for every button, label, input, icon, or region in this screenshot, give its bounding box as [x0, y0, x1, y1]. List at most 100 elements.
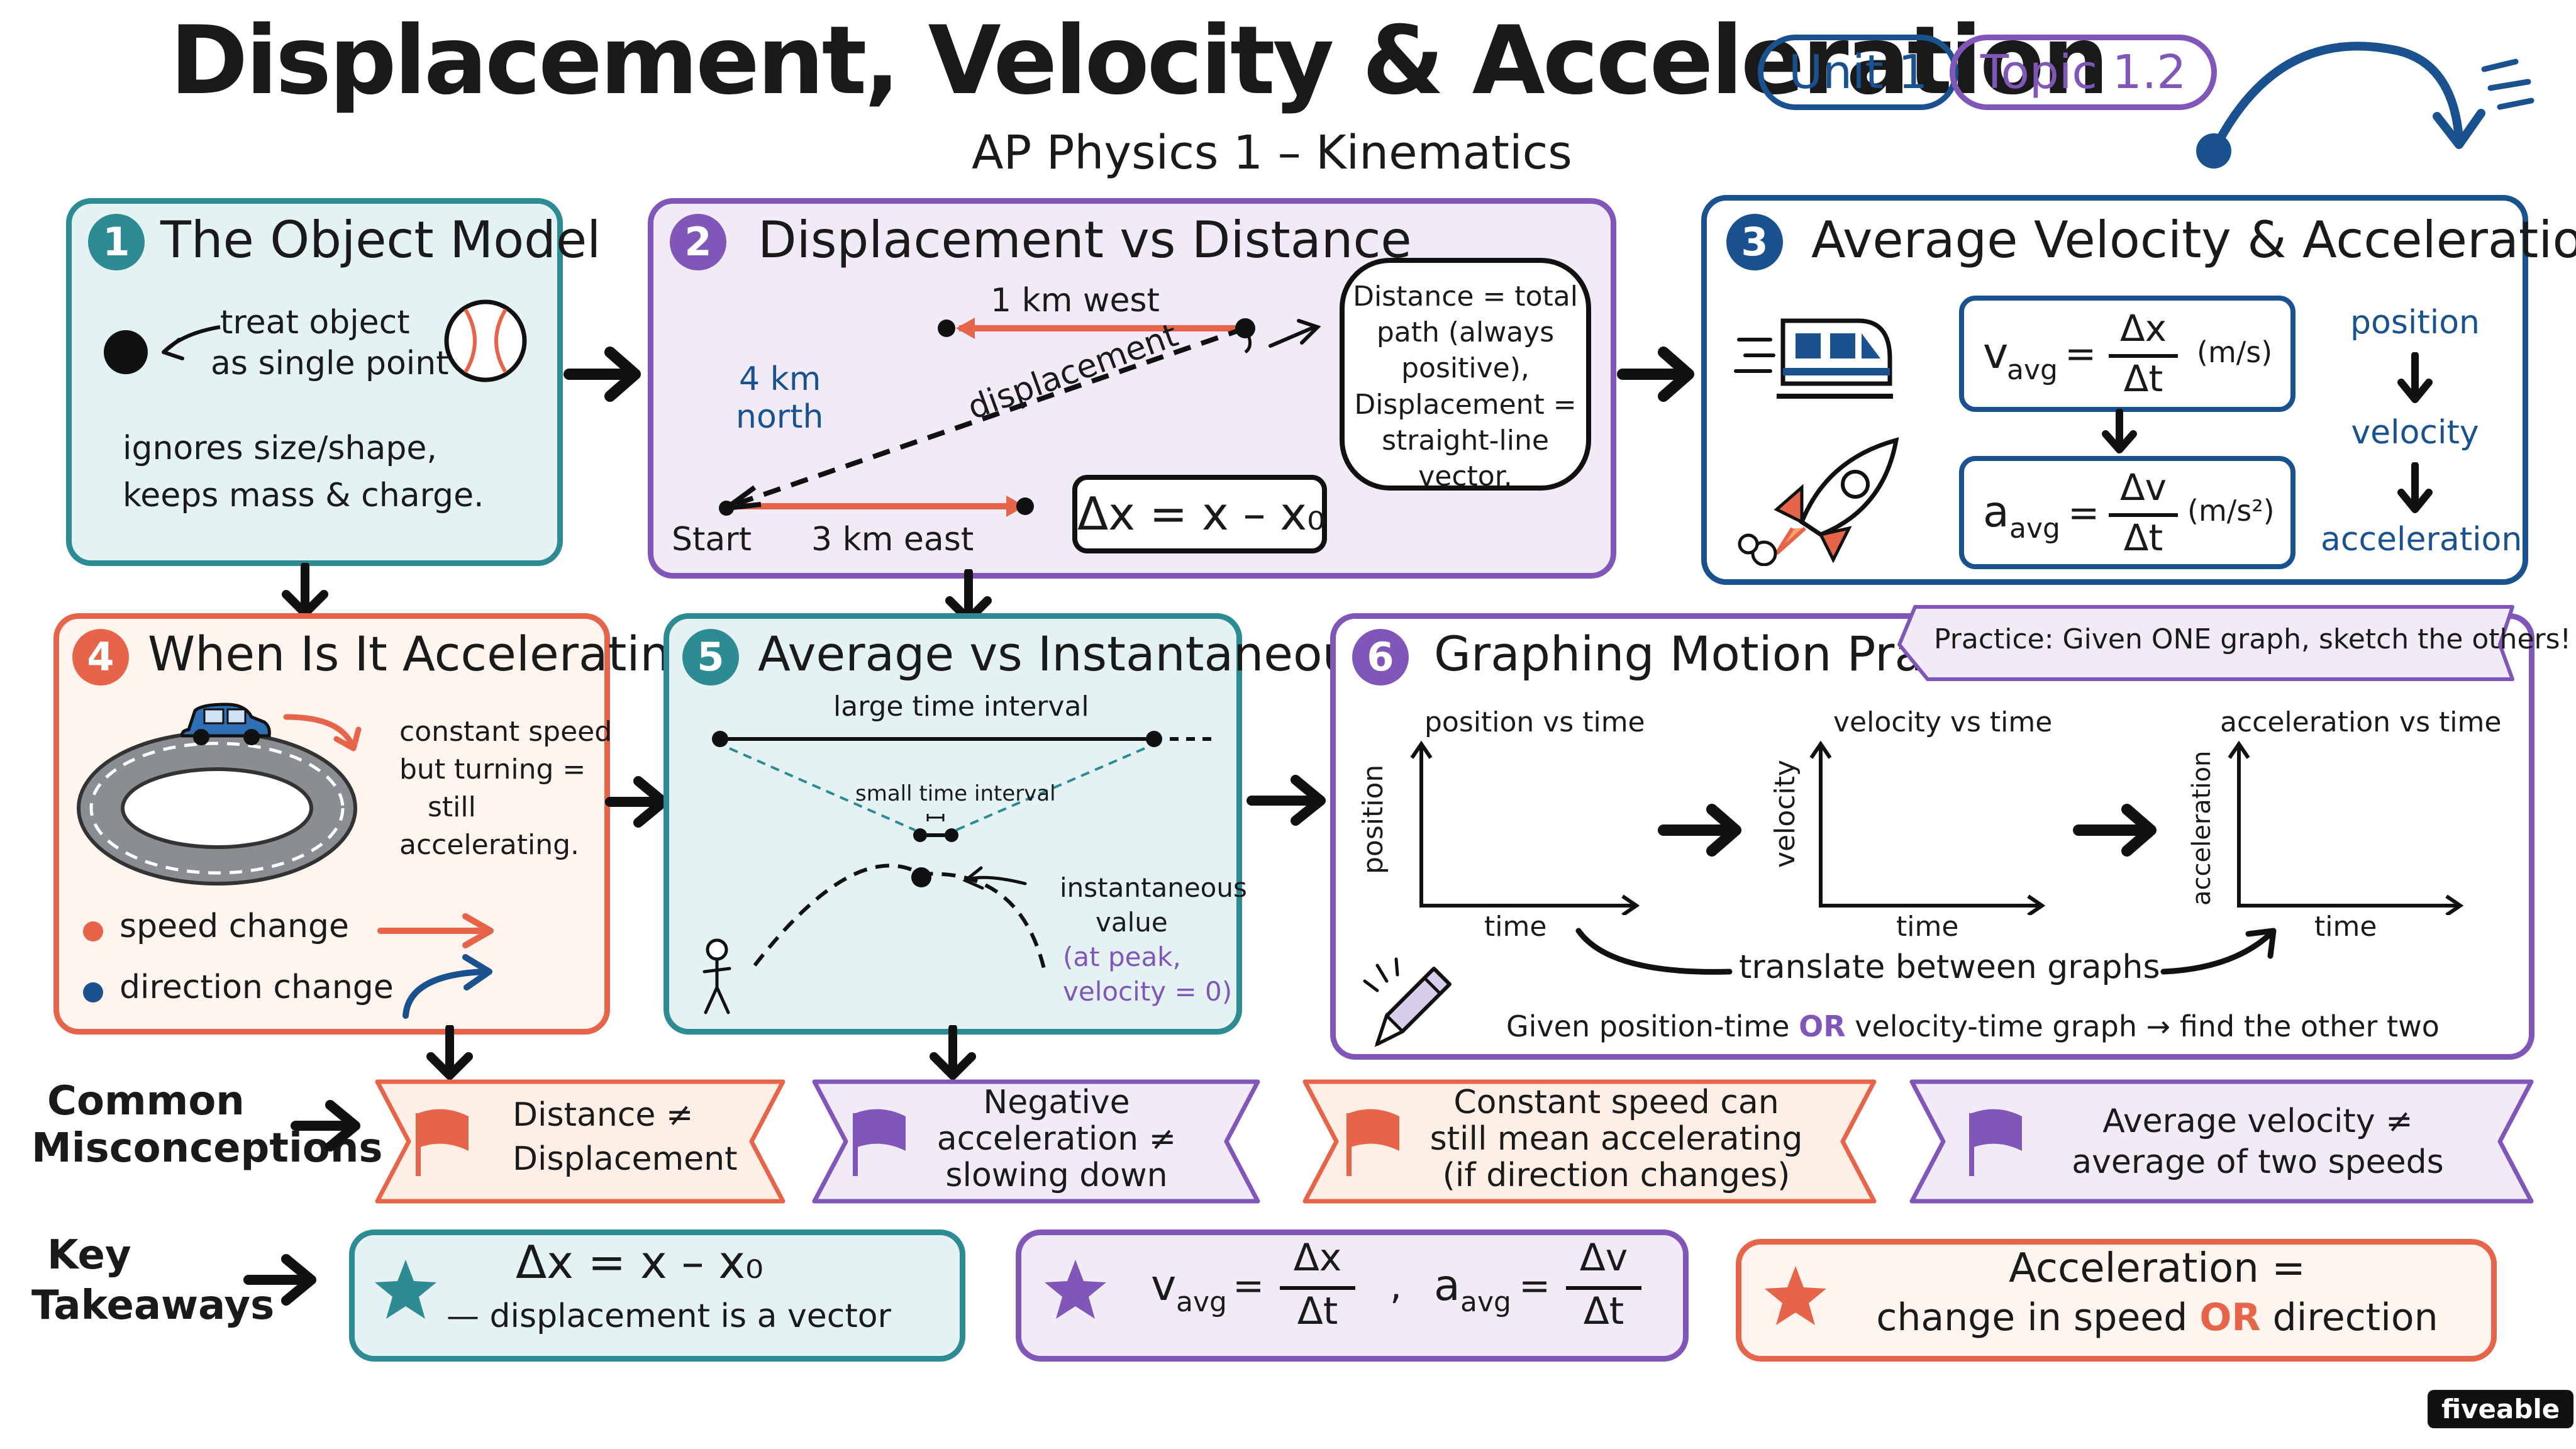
- v-symbol: v: [1983, 329, 2009, 379]
- takeaway-3-or: OR: [2199, 1296, 2261, 1340]
- cloud-line: straight-line: [1382, 424, 1549, 457]
- takeaway-2-vden: Δt: [1297, 1289, 1338, 1333]
- speed-change-arrow-icon: [377, 913, 494, 948]
- takeaway-3-speed: change in speed: [1876, 1296, 2188, 1340]
- object-note-2: as single point: [211, 345, 449, 382]
- panel-object-model: [66, 198, 563, 566]
- arrow-down-icon: [2102, 409, 2137, 453]
- a-symbol: a: [1983, 487, 2009, 537]
- graph-ylabel-acceleration: acceleration: [2187, 750, 2216, 906]
- misconception-banner-3: [1302, 1079, 1877, 1204]
- takeaway-2-a: a: [1434, 1261, 1460, 1311]
- cloud-line: positive),: [1401, 352, 1530, 385]
- takeaway-2-vsub: avg: [1176, 1286, 1227, 1318]
- takeaway-2: [1016, 1230, 1689, 1362]
- point-icon: [104, 325, 221, 374]
- takeaway-2-vnum: Δx: [1293, 1236, 1342, 1280]
- a-den: Δt: [2123, 516, 2163, 559]
- label-north-1: 4 km: [739, 360, 821, 398]
- translate-label: translate between graphs: [1739, 948, 2160, 986]
- cloud-line: path (always: [1376, 316, 1555, 349]
- arrow-right-icon: [1617, 347, 1694, 402]
- takeaway-2-aden: Δt: [1583, 1289, 1624, 1333]
- legend-speed-label: speed change: [119, 908, 349, 945]
- takeaway-3-line2: change in speed OR direction: [1843, 1296, 2472, 1340]
- page-subtitle: AP Physics 1 – Kinematics: [972, 126, 1572, 180]
- legend-direction-label: direction change: [119, 969, 394, 1006]
- takeaway-3: [1736, 1239, 2497, 1362]
- object-body-1: ignores size/shape,: [123, 430, 437, 467]
- takeaway-2-anum: Δv: [1579, 1236, 1628, 1280]
- misconception-banner-1: [375, 1079, 786, 1204]
- misconception-4-line1: Average velocity ≠: [2102, 1102, 2413, 1140]
- panel-title-2: Displacement vs Distance: [758, 211, 1412, 269]
- misconception-2-line3: slowing down: [945, 1157, 1168, 1194]
- legend-dot-speed: [83, 921, 103, 941]
- pencil-icon: [1363, 957, 1452, 1047]
- v-den: Δt: [2123, 357, 2163, 400]
- topic-pill: Topic 1.2: [1950, 35, 2218, 110]
- car-icon: [180, 702, 271, 745]
- small-interval-label: small time interval: [855, 781, 1056, 806]
- graph-title-velocity: velocity vs time: [1833, 706, 2053, 738]
- arrow-down-icon: [2397, 352, 2433, 403]
- arrow-right-icon: [2073, 804, 2157, 857]
- graph-xlabel-velocity: time: [1896, 911, 1959, 943]
- race-track-icon: [77, 702, 362, 886]
- accel-note-4: accelerating.: [399, 829, 580, 861]
- flag-icon: [1969, 1109, 2022, 1176]
- velocity-formula-box: v avg = Δx Δt (m/s): [1959, 296, 2296, 412]
- large-interval-label: large time interval: [833, 691, 1089, 723]
- given-graph-line: Given position-time OR velocity-time gra…: [1506, 1009, 2440, 1043]
- graph-title-acceleration: acceleration vs time: [2220, 706, 2502, 738]
- displacement-formula: Δx = x – x₀: [1072, 475, 1327, 553]
- rocket-icon: [1738, 437, 1899, 566]
- graph-title-position: position vs time: [1424, 706, 1645, 738]
- panel-number-5: 5: [682, 629, 739, 686]
- accel-note-3: still: [428, 791, 476, 823]
- label-north-2: north: [736, 398, 824, 436]
- v-sub: avg: [2007, 354, 2058, 386]
- arrow-right-icon: [605, 776, 669, 828]
- arrow-right-icon: [243, 1254, 316, 1306]
- instantaneous-label-2: value: [1096, 907, 1168, 938]
- accel-note-1: constant speed: [399, 716, 613, 748]
- brand-logo: fiveable: [2428, 1390, 2574, 1428]
- practice-banner-text: Practice: Given ONE graph, sketch the ot…: [1934, 623, 2572, 655]
- cloud-line: Displacement =: [1354, 388, 1577, 421]
- takeaway-2-asub: avg: [1460, 1286, 1511, 1318]
- object-note-1: treat object: [220, 304, 410, 341]
- projectile-arc-icon: [2196, 42, 2534, 169]
- takeaway-3-direction: direction: [2272, 1296, 2438, 1340]
- panel-number-2: 2: [670, 214, 726, 270]
- takeaways-label-1: Key: [47, 1232, 131, 1279]
- star-icon: [1045, 1260, 1106, 1319]
- takeaway-1: [349, 1230, 965, 1362]
- a-num: Δv: [2119, 466, 2167, 509]
- panel-title-3: Average Velocity & Acceleration: [1811, 211, 2576, 269]
- a-unit: (m/s²): [2187, 494, 2275, 528]
- takeaway-2-v: v: [1151, 1261, 1177, 1311]
- graph-axes-position: [1410, 740, 1640, 915]
- panel-title-5: Average vs Instantaneous: [758, 626, 1378, 682]
- misconceptions-label-1: Common: [47, 1078, 245, 1124]
- panel-title-1: The Object Model: [160, 211, 601, 269]
- given-position-text: Given position-time: [1506, 1009, 1790, 1043]
- chain-position: position: [2350, 304, 2480, 341]
- person-icon: [702, 938, 731, 1014]
- panel-number-3: 3: [1726, 214, 1783, 270]
- arrow-right-icon: [1658, 804, 1741, 857]
- flag-icon: [1346, 1109, 1399, 1176]
- displacement-path-diagram: [719, 318, 1321, 517]
- misconception-4-line2: average of two speeds: [2072, 1143, 2444, 1181]
- graph-axes-velocity: [1809, 740, 2046, 915]
- acceleration-formula-box: a avg = Δv Δt (m/s²): [1959, 456, 2296, 569]
- graph-xlabel-position: time: [1484, 911, 1547, 943]
- cloud-line: vector.: [1418, 460, 1513, 492]
- misconception-3-line2: still mean accelerating: [1430, 1120, 1803, 1158]
- takeaways-label-2: Takeaways: [31, 1282, 275, 1329]
- a-sub: avg: [2009, 513, 2060, 545]
- instantaneous-label-1: instantaneous: [1060, 872, 1247, 903]
- distance-definition-cloud: Distance = total path (always positive),…: [1340, 258, 1591, 492]
- label-west: 1 km west: [991, 282, 1160, 319]
